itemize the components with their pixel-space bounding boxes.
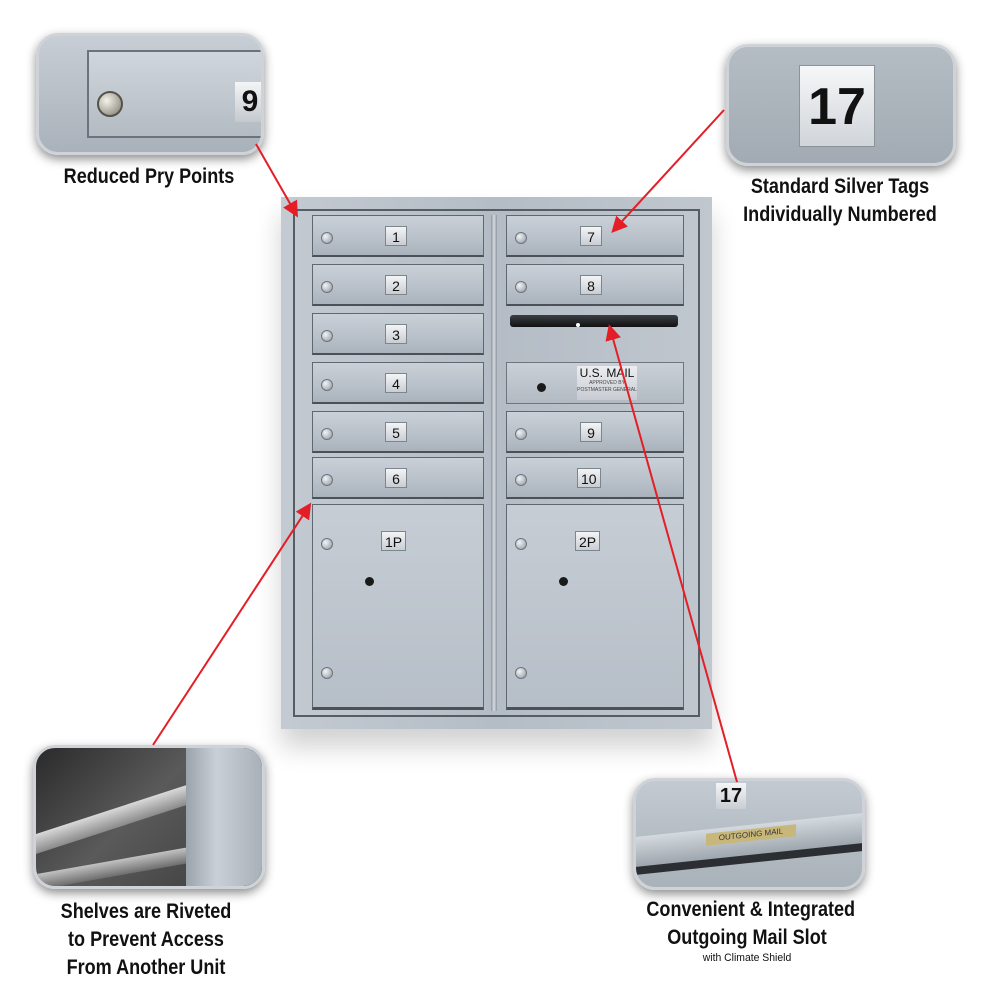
parcel-number-tag: 2P [575, 531, 601, 551]
outgoing-slot-caption: Convenient & Integrated Outgoing Mail Sl… [646, 898, 856, 964]
parcel-locker-1p[interactable]: 1P [312, 504, 484, 710]
door-number-tag: 5 [385, 422, 407, 442]
outgoing-slot-callout: 17 OUTGOING MAIL [633, 778, 865, 890]
parcel-number-tag: 1P [381, 531, 407, 551]
mailbox-unit: 1 2 3 4 5 6 7 8 U.S. MAIL APPROVED BY [281, 197, 712, 729]
door-lock-icon [321, 379, 333, 391]
door-number-tag: 4 [385, 373, 407, 393]
shelf-panel [36, 778, 206, 858]
parcel-keyhole-icon [365, 577, 374, 586]
parcel-locker-2p[interactable]: 2P [506, 504, 684, 710]
door-7[interactable]: 7 [506, 215, 684, 257]
door-2[interactable]: 2 [312, 264, 484, 306]
door-4[interactable]: 4 [312, 362, 484, 404]
door-lock-icon [321, 232, 333, 244]
door-lock-icon [515, 474, 527, 486]
us-mail-fine-print-2: POSTMASTER GENERAL [577, 387, 637, 393]
parcel-lock-icon [321, 538, 333, 550]
door-lock-icon [321, 330, 333, 342]
door-lock-icon [321, 281, 333, 293]
us-mail-panel: U.S. MAIL APPROVED BY POSTMASTER GENERAL [506, 362, 684, 404]
silver-tags-callout: 17 [726, 44, 956, 166]
door-lock-icon [515, 281, 527, 293]
door-10[interactable]: 10 [506, 457, 684, 499]
door-9[interactable]: 9 [506, 411, 684, 453]
door-1[interactable]: 1 [312, 215, 484, 257]
outgoing-slot-tag: 17 [716, 783, 746, 809]
silver-tags-tag: 17 [799, 65, 875, 147]
pry-points-lock-icon [97, 91, 123, 117]
us-mail-plate: U.S. MAIL APPROVED BY POSTMASTER GENERAL [577, 366, 637, 400]
door-number-tag: 7 [580, 226, 602, 246]
door-lock-icon [321, 474, 333, 486]
shelf-panel-lower [36, 845, 196, 886]
door-lock-icon [515, 232, 527, 244]
shelves-caption: Shelves are Riveted to Prevent Access Fr… [60, 900, 232, 979]
door-number-tag: 1 [385, 226, 407, 246]
shelves-callout [33, 745, 265, 889]
center-divider [491, 215, 497, 711]
door-number-tag: 10 [577, 468, 601, 488]
slot-center-dot [576, 323, 580, 327]
door-lock-icon [515, 428, 527, 440]
door-6[interactable]: 6 [312, 457, 484, 499]
us-mail-keyhole-icon [537, 383, 546, 392]
us-mail-label: U.S. MAIL [579, 366, 635, 380]
silver-tags-caption: Standard Silver Tags Individually Number… [743, 175, 937, 226]
pry-points-callout: 9 [36, 33, 264, 155]
pry-points-caption: Reduced Pry Points [63, 165, 235, 188]
door-8[interactable]: 8 [506, 264, 684, 306]
us-mail-fine-print-1: APPROVED BY [589, 380, 625, 386]
door-number-tag: 6 [385, 468, 407, 488]
door-lock-icon [321, 428, 333, 440]
pry-points-tag: 9 [235, 82, 261, 122]
door-number-tag: 3 [385, 324, 407, 344]
parcel-lower-lock-icon [321, 667, 333, 679]
door-number-tag: 2 [385, 275, 407, 295]
shelf-side-wall [186, 748, 262, 886]
parcel-lower-lock-icon [515, 667, 527, 679]
parcel-lock-icon [515, 538, 527, 550]
door-5[interactable]: 5 [312, 411, 484, 453]
door-number-tag: 8 [580, 275, 602, 295]
door-3[interactable]: 3 [312, 313, 484, 355]
door-number-tag: 9 [580, 422, 602, 442]
parcel-keyhole-icon [559, 577, 568, 586]
outgoing-mail-slot[interactable] [510, 315, 678, 327]
